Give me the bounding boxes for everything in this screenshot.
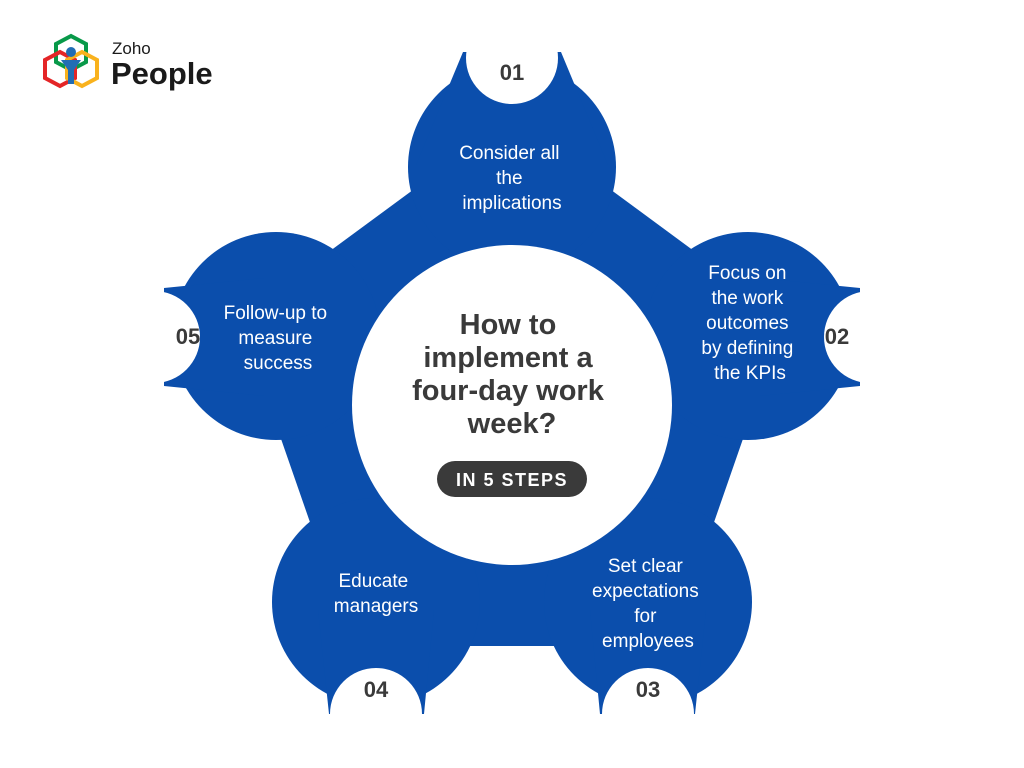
step-4-line-2: managers <box>334 596 419 617</box>
step-5-number-bubble <box>108 291 200 383</box>
zoho-people-logo-icon <box>43 33 99 89</box>
step-2-line-2: the work <box>711 288 783 309</box>
steps-badge <box>437 461 587 497</box>
step-3-line-4: employees <box>602 631 694 652</box>
step-4-text: Educate managers <box>334 571 419 617</box>
step-1-line-1: Consider all <box>459 143 559 164</box>
step-3-line-3: for <box>634 606 657 627</box>
center-title-line-4: week? <box>467 408 557 440</box>
step-4-line-1: Educate <box>338 571 408 592</box>
step-1-number-bubble <box>466 12 558 104</box>
step-1-tab <box>416 52 608 165</box>
step-3-line-2: expectations <box>592 581 699 602</box>
step-1-line-2: the <box>496 168 522 189</box>
step-3-line-1: Set clear <box>608 556 684 577</box>
step-5-text: Follow-up to measure success <box>224 303 333 374</box>
step-1-number: 01 <box>500 60 524 85</box>
step-4-number: 04 <box>364 677 389 702</box>
step-5-line-2: measure <box>238 328 312 349</box>
steps-badge-label: IN 5 STEPS <box>456 470 568 490</box>
step-1-line-3: implications <box>462 193 561 214</box>
step-2-number-bubble <box>824 291 916 383</box>
step-2-line-4: by defining <box>701 338 793 359</box>
step-5-line-1: Follow-up to <box>224 303 328 324</box>
step-5-line-3: success <box>244 353 313 374</box>
center-title-line-2: implement a <box>423 342 593 374</box>
center-title: How to implement a four-day work week? <box>412 309 612 440</box>
step-2-line-5: the KPIs <box>714 363 786 384</box>
zoho-people-logo: Zoho People <box>43 33 213 91</box>
logo-brand-big: People <box>111 56 213 91</box>
center-title-line-3: four-day work <box>412 375 605 407</box>
center-circle <box>352 245 672 565</box>
step-3-number: 03 <box>636 677 660 702</box>
step-2-number: 02 <box>825 324 849 349</box>
step-2-text: Focus on the work outcomes by defining t… <box>701 263 798 384</box>
step-2-line-1: Focus on <box>708 263 786 284</box>
logo-brand-small: Zoho <box>112 39 151 58</box>
bottom-mask <box>0 714 1024 768</box>
step-2-line-3: outcomes <box>706 313 788 334</box>
step-3-text: Set clear expectations for employees <box>592 556 704 652</box>
step-1-text: Consider all the implications <box>459 143 565 214</box>
center-title-line-1: How to <box>460 309 557 341</box>
step-5-number: 05 <box>176 324 200 349</box>
